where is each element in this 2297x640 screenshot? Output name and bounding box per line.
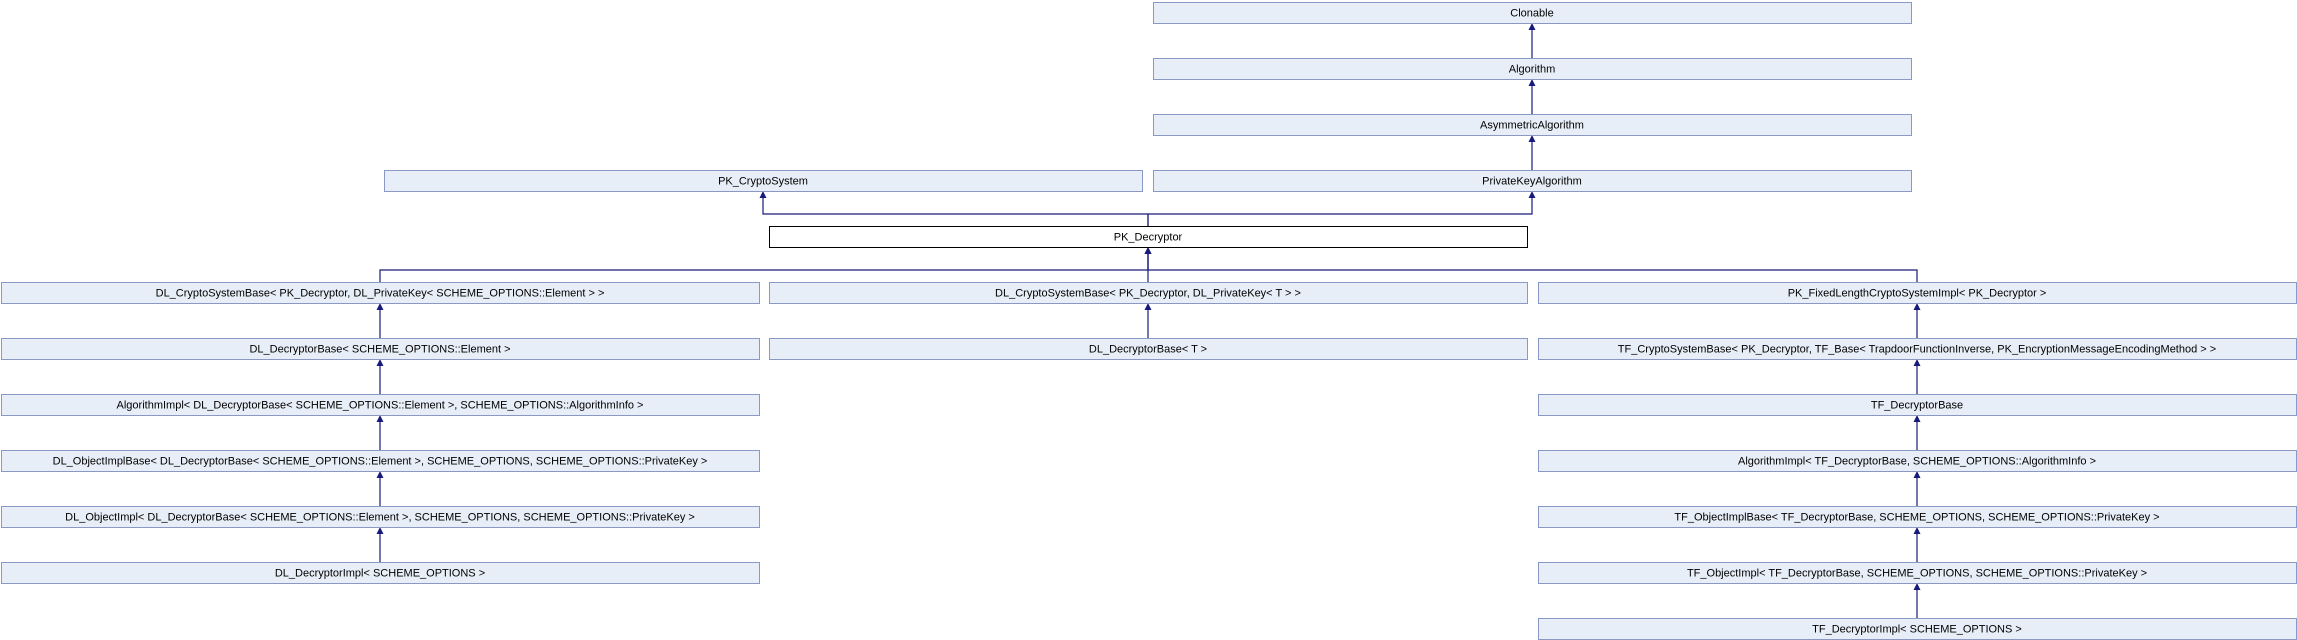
arrowhead [1913, 415, 1921, 422]
class-box[interactable] [1, 506, 760, 528]
class-node-pkcrypto[interactable]: PK_CryptoSystem [384, 170, 1143, 192]
arrowhead [759, 191, 767, 198]
class-label: AsymmetricAlgorithm [1480, 120, 1584, 132]
class-node-tfdb[interactable]: TF_DecryptorBase [1538, 394, 2297, 416]
class-label: TF_CryptoSystemBase< PK_Decryptor, TF_Ba… [1618, 344, 2216, 356]
class-box[interactable] [384, 170, 1143, 192]
class-node-tfcsb[interactable]: TF_CryptoSystemBase< PK_Decryptor, TF_Ba… [1538, 338, 2297, 360]
class-node-dlcsb_t[interactable]: DL_CryptoSystemBase< PK_Decryptor, DL_Pr… [769, 282, 1528, 304]
arrowhead [1528, 79, 1536, 86]
arrowhead [376, 359, 384, 366]
class-box[interactable] [769, 282, 1528, 304]
arrowhead [1913, 359, 1921, 366]
inheritance-edge [1147, 253, 1918, 282]
class-label: DL_DecryptorBase< T > [1089, 344, 1207, 356]
class-label: TF_DecryptorImpl< SCHEME_OPTIONS > [1812, 624, 2022, 636]
arrowhead [1913, 527, 1921, 534]
class-label: DL_ObjectImplBase< DL_DecryptorBase< SCH… [53, 456, 708, 468]
class-label: DL_CryptoSystemBase< PK_Decryptor, DL_Pr… [156, 288, 605, 300]
arrowhead [1528, 191, 1536, 198]
class-label: Algorithm [1509, 64, 1555, 76]
class-node-dlcsb_elem[interactable]: DL_CryptoSystemBase< PK_Decryptor, DL_Pr… [1, 282, 760, 304]
class-node-tfobj[interactable]: TF_ObjectImpl< TF_DecryptorBase, SCHEME_… [1538, 562, 2297, 584]
class-label: PK_Decryptor [1114, 232, 1183, 244]
arrowhead [1144, 247, 1152, 254]
arrowhead [1913, 583, 1921, 590]
class-box[interactable] [1153, 170, 1912, 192]
inheritance-edge [1147, 197, 1533, 226]
class-box[interactable] [1, 394, 760, 416]
class-label: TF_DecryptorBase [1871, 400, 1963, 412]
class-label: DL_ObjectImpl< DL_DecryptorBase< SCHEME_… [65, 512, 695, 524]
class-node-dldb_elem[interactable]: DL_DecryptorBase< SCHEME_OPTIONS::Elemen… [1, 338, 760, 360]
class-node-pkfixed[interactable]: PK_FixedLengthCryptoSystemImpl< PK_Decry… [1538, 282, 2297, 304]
class-node-clonable[interactable]: Clonable [1153, 2, 1912, 24]
arrowhead [376, 303, 384, 310]
class-box[interactable] [1, 338, 760, 360]
class-label: PrivateKeyAlgorithm [1482, 176, 1582, 188]
inheritance-edge [762, 197, 1149, 226]
class-box[interactable] [1153, 58, 1912, 80]
class-box[interactable] [1, 282, 760, 304]
class-box[interactable] [1153, 2, 1912, 24]
class-node-algimpl_dl[interactable]: AlgorithmImpl< DL_DecryptorBase< SCHEME_… [1, 394, 760, 416]
class-box[interactable] [769, 338, 1528, 360]
arrowhead [1913, 471, 1921, 478]
inheritance-edge [379, 253, 1149, 282]
class-node-dldb_t[interactable]: DL_DecryptorBase< T > [769, 338, 1528, 360]
class-box[interactable] [769, 226, 1528, 248]
class-node-tfdecimpl[interactable]: TF_DecryptorImpl< SCHEME_OPTIONS > [1538, 618, 2297, 640]
class-node-pkdecryptor[interactable]: PK_Decryptor [769, 226, 1528, 248]
arrowhead [1528, 23, 1536, 30]
class-label: DL_DecryptorImpl< SCHEME_OPTIONS > [275, 568, 485, 580]
arrowhead [376, 415, 384, 422]
class-node-dlobj[interactable]: DL_ObjectImpl< DL_DecryptorBase< SCHEME_… [1, 506, 760, 528]
edges-layer [376, 23, 1921, 618]
class-label: Clonable [1510, 8, 1553, 20]
class-node-dlobjbase[interactable]: DL_ObjectImplBase< DL_DecryptorBase< SCH… [1, 450, 760, 472]
arrowhead [376, 527, 384, 534]
class-box[interactable] [1153, 114, 1912, 136]
arrowhead [376, 471, 384, 478]
class-box[interactable] [1, 562, 760, 584]
class-label: PK_CryptoSystem [718, 176, 808, 188]
class-node-algimpl_tf[interactable]: AlgorithmImpl< TF_DecryptorBase, SCHEME_… [1538, 450, 2297, 472]
class-label: TF_ObjectImplBase< TF_DecryptorBase, SCH… [1674, 512, 2159, 524]
class-label: TF_ObjectImpl< TF_DecryptorBase, SCHEME_… [1687, 568, 2147, 580]
class-label: AlgorithmImpl< TF_DecryptorBase, SCHEME_… [1738, 456, 2096, 468]
class-node-algorithm[interactable]: Algorithm [1153, 58, 1912, 80]
class-label: AlgorithmImpl< DL_DecryptorBase< SCHEME_… [117, 400, 644, 412]
class-node-privkeyalg[interactable]: PrivateKeyAlgorithm [1153, 170, 1912, 192]
class-node-asymmetric[interactable]: AsymmetricAlgorithm [1153, 114, 1912, 136]
class-label: DL_CryptoSystemBase< PK_Decryptor, DL_Pr… [995, 288, 1301, 300]
class-node-dldecimpl[interactable]: DL_DecryptorImpl< SCHEME_OPTIONS > [1, 562, 760, 584]
arrowhead [1528, 135, 1536, 142]
class-node-tfobjbase[interactable]: TF_ObjectImplBase< TF_DecryptorBase, SCH… [1538, 506, 2297, 528]
class-label: PK_FixedLengthCryptoSystemImpl< PK_Decry… [1788, 288, 2047, 300]
class-box[interactable] [1, 450, 760, 472]
arrowhead [1144, 303, 1152, 310]
class-label: DL_DecryptorBase< SCHEME_OPTIONS::Elemen… [249, 344, 510, 356]
arrowhead [1913, 303, 1921, 310]
